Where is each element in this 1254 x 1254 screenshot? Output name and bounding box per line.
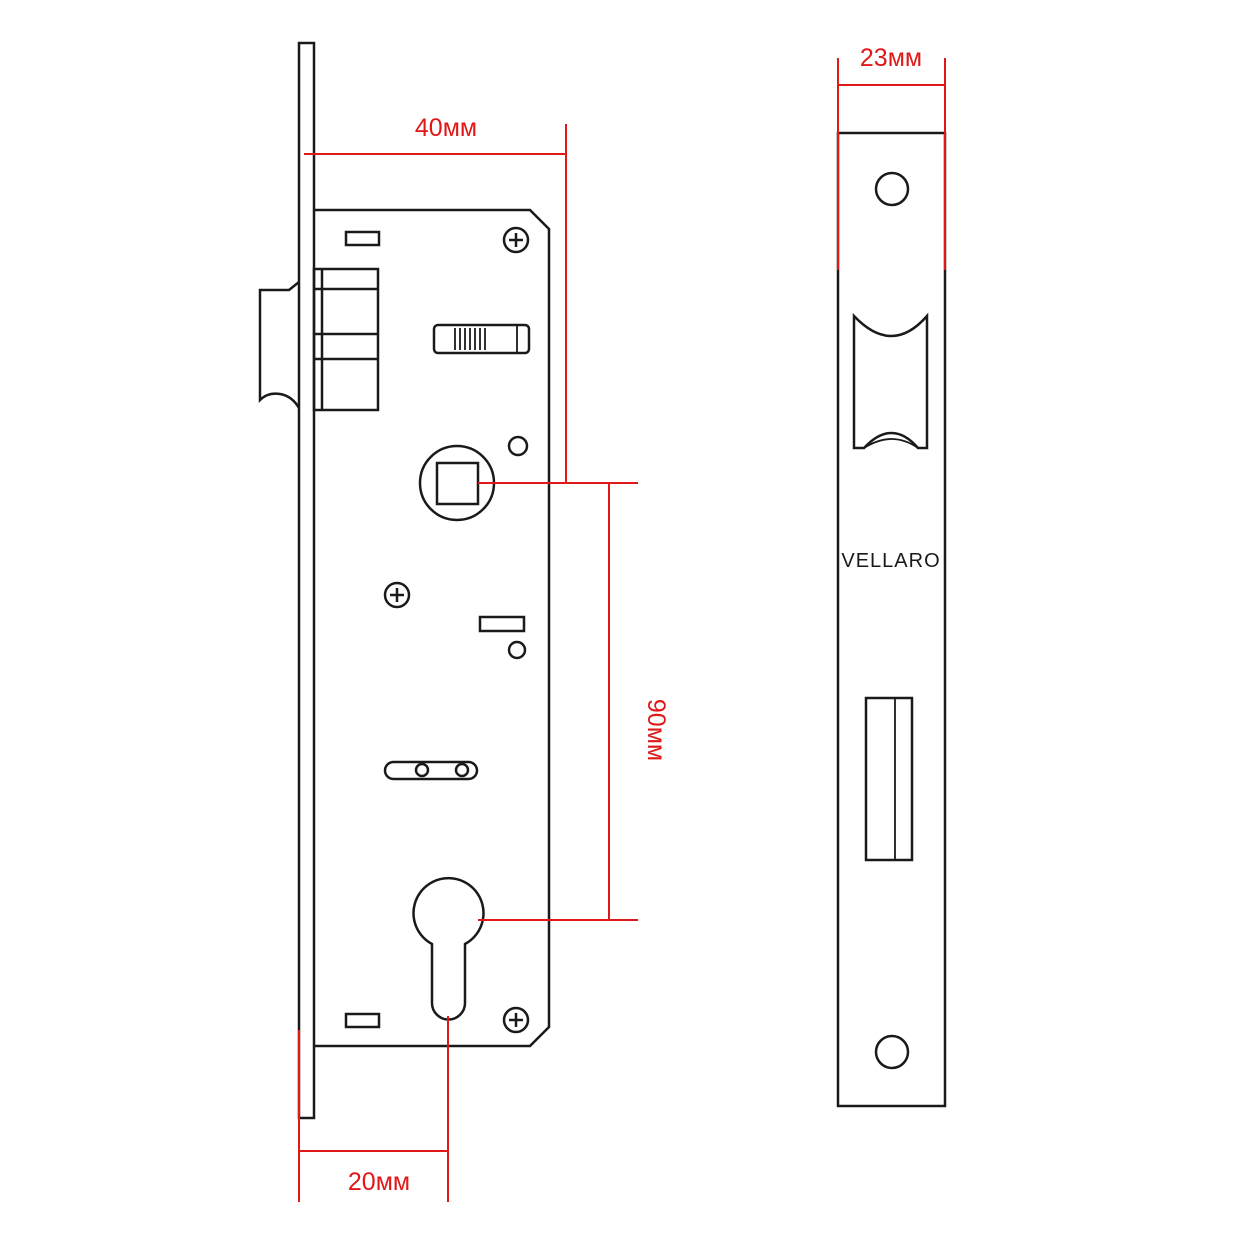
dimension-label-20: 20мм (348, 1168, 410, 1196)
cylinder-cutout (412, 876, 485, 1021)
pin-hole-upper (507, 435, 529, 457)
latch-bolt (258, 281, 301, 409)
latch-opening (852, 312, 929, 450)
bolt-opening (864, 696, 914, 862)
dimension-label-90: 90мм (642, 699, 670, 761)
dimension-label-40: 40мм (415, 114, 477, 142)
faceplate-brand: VELLARO (841, 550, 940, 572)
dimension-faceplate-width: 23мм (837, 44, 946, 270)
lock-switch (432, 323, 531, 355)
faceplate-screw-hole-bottom (874, 1034, 910, 1070)
faceplate-front-view: VELLARO (836, 131, 947, 1108)
slot-bottom (344, 1012, 381, 1029)
slot-top (344, 230, 381, 247)
latch-block (312, 267, 380, 412)
slot-middle (478, 615, 526, 633)
latch-opening-inner (863, 438, 919, 449)
faceplate-outline (836, 131, 947, 1108)
dimension-label-23: 23мм (860, 44, 922, 72)
faceplate-screw-hole-top (874, 171, 910, 207)
screw-middle (383, 581, 411, 609)
screw-bottom-right (502, 1006, 530, 1034)
pin-hole-lower (507, 640, 527, 660)
roller-slot (383, 760, 479, 781)
dimension-faceplate-to-cylinder: 20мм (298, 1016, 449, 1202)
faceplate-strip (297, 41, 316, 1120)
lock-body-side-view (258, 41, 551, 1120)
dimension-center-distance: 90мм (478, 482, 670, 921)
dimension-backset: 40мм (304, 114, 567, 483)
screw-top-right (502, 226, 530, 254)
lock-case-outline (314, 208, 551, 1048)
